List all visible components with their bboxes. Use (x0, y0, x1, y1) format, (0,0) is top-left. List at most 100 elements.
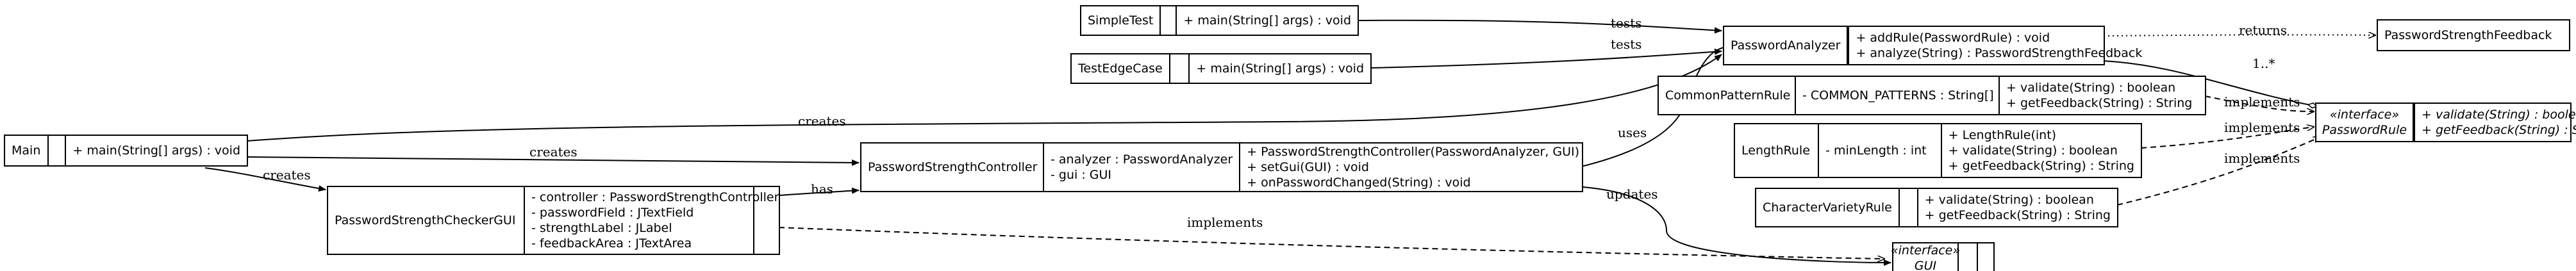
attributes-compartment (1957, 243, 1977, 271)
class-name: TestEdgeCase (1078, 62, 1163, 76)
interface-name-compartment: «interface» GUI (1890, 243, 1961, 271)
attributes-compartment (1168, 54, 1189, 83)
interface-password-rule: «interface» PasswordRule + validate(Stri… (2315, 103, 2576, 142)
method: + LengthRule(int) (1948, 128, 2057, 142)
interface-name-compartment: «interface» PasswordRule (2316, 104, 2413, 141)
class-password-strength-feedback: PasswordStrengthFeedback (2377, 19, 2570, 51)
edge-analyzer-aggregation (2103, 60, 2317, 106)
methods-compartment: + main(String[] args) : void (1188, 54, 1370, 83)
method: + getFeedback(String) : String (1924, 208, 2111, 222)
methods-compartment: + main(String[] args) : void (65, 136, 247, 165)
stereotype: «interface» (1890, 243, 1961, 258)
label-variety-implements: implements (2224, 151, 2300, 166)
attributes-compartment (1159, 6, 1176, 35)
edge-main-creates-analyzer (246, 54, 1722, 142)
method: + onPasswordChanged(String) : void (1247, 176, 1471, 190)
label-length-implements: implements (2224, 120, 2300, 135)
attribute: - controller : PasswordStrengthControlle… (531, 190, 779, 204)
method: + PasswordStrengthController(PasswordAna… (1247, 145, 1580, 159)
methods-compartment: + validate(String) : boolean + getFeedba… (1916, 189, 2117, 226)
methods-compartment: + PasswordStrengthController(PasswordAna… (1239, 144, 1586, 191)
attributes-compartment (1898, 189, 1917, 226)
interface-gui: «interface» GUI (1890, 242, 1995, 271)
attributes-compartment (1847, 27, 1849, 64)
method: + main(String[] args) : void (1196, 62, 1364, 76)
label-gui-implements: implements (1187, 215, 1263, 230)
class-password-strength-checker-gui: PasswordStrengthCheckerGUI - controller … (327, 186, 780, 255)
edge-main-creates-gui (204, 167, 326, 192)
attributes-compartment (47, 136, 65, 165)
label-edge-case-tests: tests (1611, 37, 1642, 52)
method: + getFeedback(String) : String (2006, 96, 2193, 110)
label-main-creates-controller: creates (529, 144, 578, 160)
class-name: PasswordStrengthCheckerGUI (335, 213, 516, 227)
class-length-rule: LengthRule - minLength : int + LengthRul… (1734, 123, 2142, 178)
class-name: CharacterVarietyRule (1763, 201, 1892, 215)
method: + analyze(String) : PasswordStrengthFeed… (1856, 46, 2143, 60)
method: + addRule(PasswordRule) : void (1856, 31, 2050, 45)
class-test-edge-case: TestEdgeCase + main(String[] args) : voi… (1070, 53, 1372, 84)
edge-variety-rule-implements (2116, 137, 2320, 206)
method: + validate(String) : boolean (1924, 193, 2094, 207)
edge-gui-implements (778, 227, 1884, 259)
stereotype: «interface» (2329, 108, 2400, 122)
attributes-compartment: - COMMON_PATTERNS : String[] (1795, 77, 1998, 114)
attributes-compartment: - analyzer : PasswordAnalyzer - gui : GU… (1043, 144, 1239, 191)
methods-compartment: + validate(String) : boolean + getFeedba… (2414, 104, 2576, 141)
edge-main-creates-controller (246, 156, 860, 166)
attribute: - minLength : int (1825, 144, 1927, 158)
class-common-pattern-rule: CommonPatternRule - COMMON_PATTERNS : St… (1658, 76, 2206, 115)
method: + main(String[] args) : void (72, 144, 240, 158)
class-character-variety-rule: CharacterVarietyRule + validate(String) … (1755, 188, 2118, 227)
methods-compartment (753, 187, 779, 254)
class-name: Main (12, 144, 41, 158)
attribute: - feedbackArea : JTextArea (531, 236, 692, 250)
method: + setGui(GUI) : void (1247, 160, 1369, 174)
interface-name: GUI (1914, 259, 1937, 271)
attribute: - strengthLabel : JLabel (531, 221, 672, 235)
attribute: - analyzer : PasswordAnalyzer (1051, 152, 1233, 167)
edge-controller-updates-gui (1583, 186, 1891, 266)
attribute: - COMMON_PATTERNS : String[] (1802, 88, 1994, 103)
attributes-compartment: - controller : PasswordStrengthControlle… (524, 187, 779, 254)
method: + validate(String) : boolean (2006, 81, 2176, 95)
class-name: LengthRule (1741, 144, 1810, 158)
label-common-implements: implements (2224, 94, 2300, 110)
attributes-compartment (2413, 104, 2414, 141)
method: + getFeedback(String) : String (2422, 123, 2576, 137)
class-name: PasswordAnalyzer (1731, 38, 1841, 53)
attribute: - passwordField : JTextField (531, 206, 694, 220)
label-controller-updates: updates (1606, 186, 1658, 202)
class-simple-test: SimpleTest + main(String[] args) : void (1080, 5, 1359, 36)
class-name: SimpleTest (1088, 13, 1154, 28)
class-password-strength-controller: PasswordStrengthController - analyzer : … (860, 142, 1583, 192)
method: + main(String[] args) : void (1183, 13, 1351, 28)
label-controller-uses: uses (1618, 125, 1647, 140)
edge-edge-case-tests (1370, 48, 1722, 69)
class-name: CommonPatternRule (1665, 88, 1791, 103)
methods-compartment (1977, 243, 1993, 271)
class-password-analyzer: PasswordAnalyzer + addRule(PasswordRule)… (1723, 26, 2142, 65)
interface-name: PasswordRule (2322, 123, 2407, 137)
label-gui-has: has (811, 181, 834, 197)
edge-common-rule-implements (2204, 95, 2314, 111)
label-analyzer-multiplicity: 1..* (2252, 56, 2275, 71)
methods-compartment: + addRule(PasswordRule) : void + analyze… (1848, 27, 2148, 64)
method: + validate(String) : boolean (2422, 108, 2576, 122)
class-name: PasswordStrengthController (868, 160, 1038, 174)
label-main-creates-gui: creates (263, 167, 311, 183)
methods-compartment: + LengthRule(int) + validate(String) : b… (1940, 124, 2141, 177)
method: + getFeedback(String) : String (1948, 159, 2134, 173)
edge-simple-test-tests (1357, 19, 1722, 34)
methods-compartment: + main(String[] args) : void (1176, 6, 1358, 35)
label-main-creates-analyzer: creates (798, 113, 846, 129)
edge-gui-has-controller (778, 187, 860, 196)
edge-length-rule-implements (2140, 127, 2314, 149)
label-analyzer-returns: returns (2239, 22, 2288, 38)
method: + validate(String) : boolean (1948, 144, 2118, 158)
methods-compartment: + validate(String) : boolean + getFeedba… (1998, 77, 2198, 114)
class-name: PasswordStrengthFeedback (2384, 28, 2552, 42)
attributes-compartment: - minLength : int (1818, 124, 1941, 177)
attribute: - gui : GUI (1051, 168, 1111, 182)
